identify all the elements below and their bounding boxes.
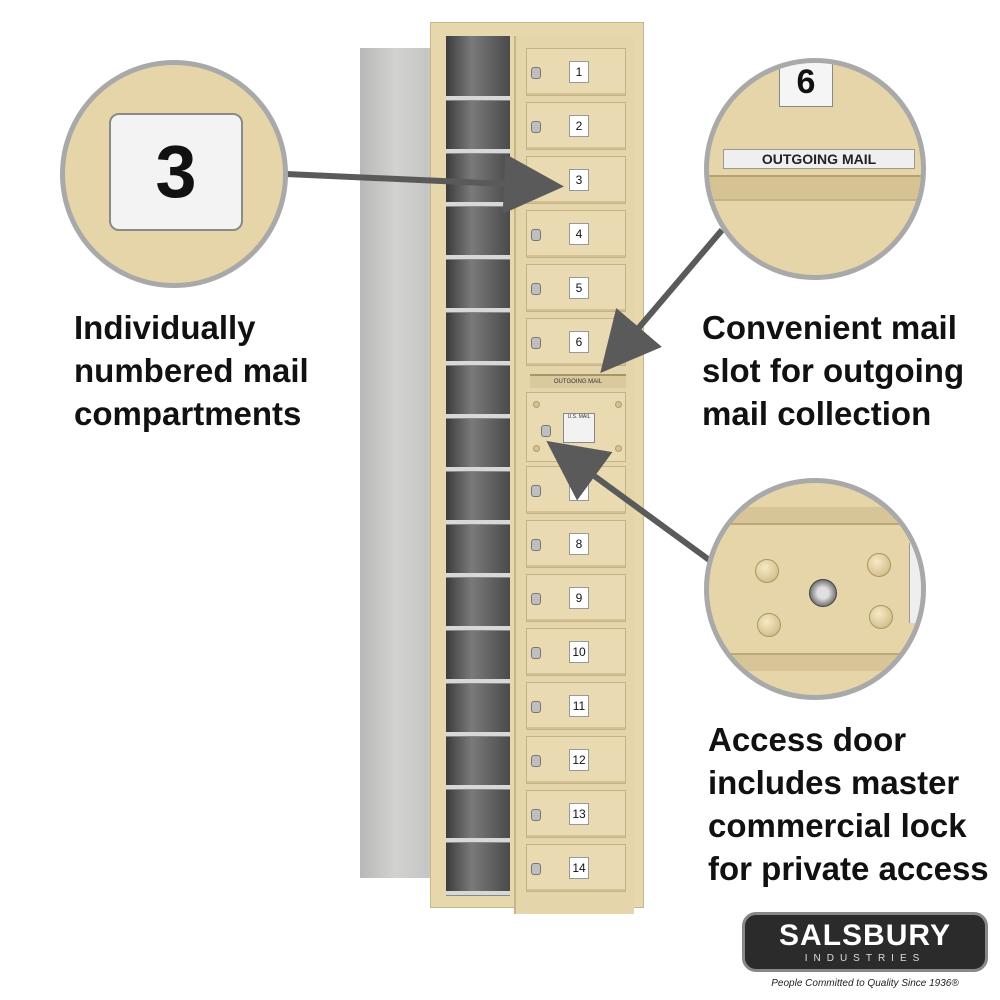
callout-line: for private access [708, 850, 989, 887]
lock-icon [531, 647, 541, 659]
callout-line: commercial lock [708, 807, 967, 844]
interior-shelf [446, 202, 510, 207]
interior-shelf [446, 308, 510, 313]
compartment-number: 12 [569, 749, 589, 771]
callout-line: compartments [74, 395, 302, 432]
lock-icon [531, 67, 541, 79]
rivet-icon [533, 445, 540, 452]
brand-tagline: People Committed to Quality Since 1936® [771, 978, 959, 989]
rivet-icon [757, 613, 781, 637]
compartment-door[interactable]: 10 [526, 628, 626, 676]
arrow-to-outgoing-slot [600, 228, 725, 374]
outgoing-mail-slot[interactable]: OUTGOING MAIL [530, 374, 626, 388]
interior-shelf [446, 732, 510, 737]
lock-icon [531, 755, 541, 767]
interior-shelf [446, 520, 510, 525]
callout-access-door: Access door includes master commercial l… [708, 718, 998, 890]
rivet-icon [615, 401, 622, 408]
callout-line: mail collection [702, 395, 932, 432]
brand-name: SALSBURY [779, 919, 951, 952]
callout-line: includes master [708, 764, 960, 801]
interior-shelf [446, 149, 510, 154]
compartment-door[interactable]: 13 [526, 790, 626, 838]
interior-shelf [446, 838, 510, 843]
zoom-outgoing-slot: 6 OUTGOING MAIL [704, 58, 926, 280]
compartment-door[interactable]: 11 [526, 682, 626, 730]
callout-line: Convenient mail [702, 309, 957, 346]
compartment-number: 2 [569, 115, 589, 137]
compartment-number: 5 [569, 277, 589, 299]
door-trim [709, 653, 921, 671]
interior-shelf [446, 891, 510, 896]
interior-shelf [446, 414, 510, 419]
lock-icon [531, 229, 541, 241]
rivet-icon [755, 559, 779, 583]
interior-shelf [446, 573, 510, 578]
mailbox-interior [446, 36, 510, 896]
lock-icon [531, 337, 541, 349]
lock-icon [531, 283, 541, 295]
arrow-to-compartment-3 [285, 153, 564, 214]
callout-line: Individually [74, 309, 256, 346]
salsbury-logo: SALSBURY INDUSTRIES [742, 912, 988, 972]
callout-line: numbered mail [74, 352, 309, 389]
zoom-access-door-lock [704, 478, 926, 700]
door-trim [709, 507, 921, 525]
compartment-door[interactable]: 2 [526, 102, 626, 150]
callout-line: slot for outgoing [702, 352, 965, 389]
interior-shelf [446, 467, 510, 472]
interior-shelf [446, 785, 510, 790]
rivet-icon [867, 553, 891, 577]
arrow-to-access-door [546, 440, 714, 565]
compartment-number: 1 [569, 61, 589, 83]
number-card: 3 [109, 113, 243, 231]
lock-icon [531, 539, 541, 551]
compartment-door[interactable]: 12 [526, 736, 626, 784]
lock-icon [531, 701, 541, 713]
compartment-number: 6 [569, 331, 589, 353]
compartment-door[interactable]: 8 [526, 520, 626, 568]
callout-numbered-compartments: Individually numbered mail compartments [74, 306, 334, 435]
compartment-number: 10 [569, 641, 589, 663]
keyhole-icon [809, 579, 837, 607]
lock-icon [531, 593, 541, 605]
interior-shelf [446, 361, 510, 366]
compartment-number: 4 [569, 223, 589, 245]
interior-shelf [446, 255, 510, 260]
rivet-icon [615, 445, 622, 452]
compartment-number: 13 [569, 803, 589, 825]
interior-shelf [446, 679, 510, 684]
lock-icon [531, 809, 541, 821]
interior-shelf [446, 626, 510, 631]
number-card: 6 [779, 63, 833, 107]
plate-edge [909, 543, 921, 623]
compartment-number: 3 [569, 169, 589, 191]
master-lock-icon [541, 425, 551, 437]
zoom-number-label: 3 [60, 60, 288, 288]
callout-outgoing-slot: Convenient mail slot for outgoing mail c… [702, 306, 992, 435]
compartment-number: 14 [569, 857, 589, 879]
lock-icon [531, 863, 541, 875]
outgoing-mail-label: OUTGOING MAIL [723, 149, 915, 169]
lock-icon [531, 121, 541, 133]
lock-icon [531, 485, 541, 497]
rivet-icon [533, 401, 540, 408]
compartment-door[interactable]: 4 [526, 210, 626, 258]
callout-line: Access door [708, 721, 907, 758]
us-mail-plate: U.S. MAIL [563, 413, 595, 443]
compartment-door[interactable]: 9 [526, 574, 626, 622]
compartment-number: 9 [569, 587, 589, 609]
compartment-door[interactable]: 5 [526, 264, 626, 312]
brand-sub: INDUSTRIES [804, 953, 926, 964]
compartment-number: 8 [569, 533, 589, 555]
rivet-icon [869, 605, 893, 629]
compartment-door[interactable]: 1 [526, 48, 626, 96]
compartment-number: 11 [569, 695, 589, 717]
slot-ledge [709, 175, 921, 201]
interior-shelf [446, 96, 510, 101]
cabinet-side-panel [360, 48, 432, 878]
compartment-door[interactable]: 14 [526, 844, 626, 892]
